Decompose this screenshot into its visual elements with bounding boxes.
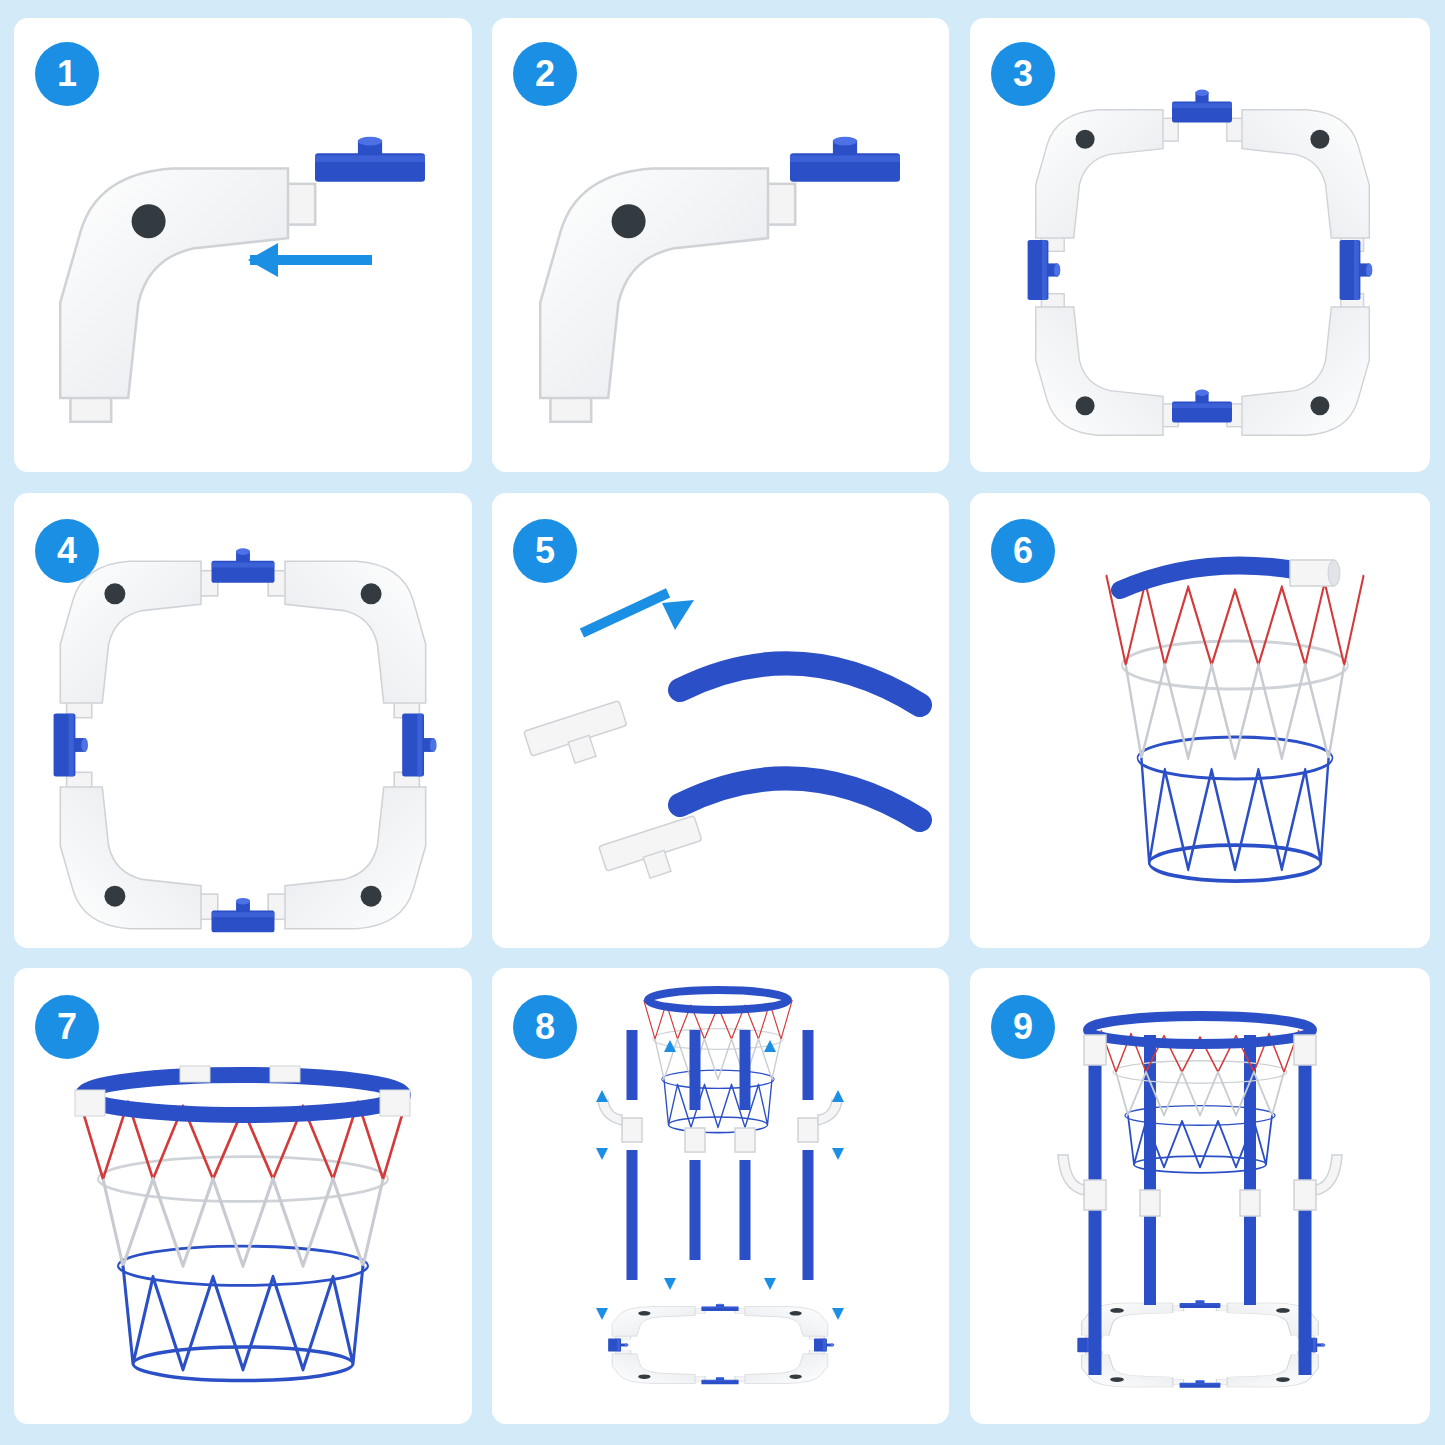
callout-number: 1 — [35, 42, 99, 106]
callout-number: 3 — [991, 42, 1055, 106]
step-9-illustration — [1058, 1016, 1342, 1388]
panel-backgrounds — [14, 18, 1430, 1424]
step-5-illustration — [524, 588, 920, 890]
callout-number: 6 — [991, 519, 1055, 583]
callout-number: 2 — [513, 42, 577, 106]
callout-number: 7 — [35, 995, 99, 1059]
step-8-illustration — [596, 990, 844, 1384]
step-4-illustration — [54, 548, 437, 932]
step-7-illustration — [75, 1066, 410, 1381]
callout-number: 9 — [991, 995, 1055, 1059]
callout-number: 8 — [513, 995, 577, 1059]
step-6-illustration — [1106, 560, 1363, 881]
step-3-illustration — [1028, 90, 1373, 436]
callout-number: 5 — [513, 519, 577, 583]
step-1-illustration — [60, 137, 425, 422]
step-2-illustration — [540, 137, 900, 422]
callout-number: 4 — [35, 519, 99, 583]
